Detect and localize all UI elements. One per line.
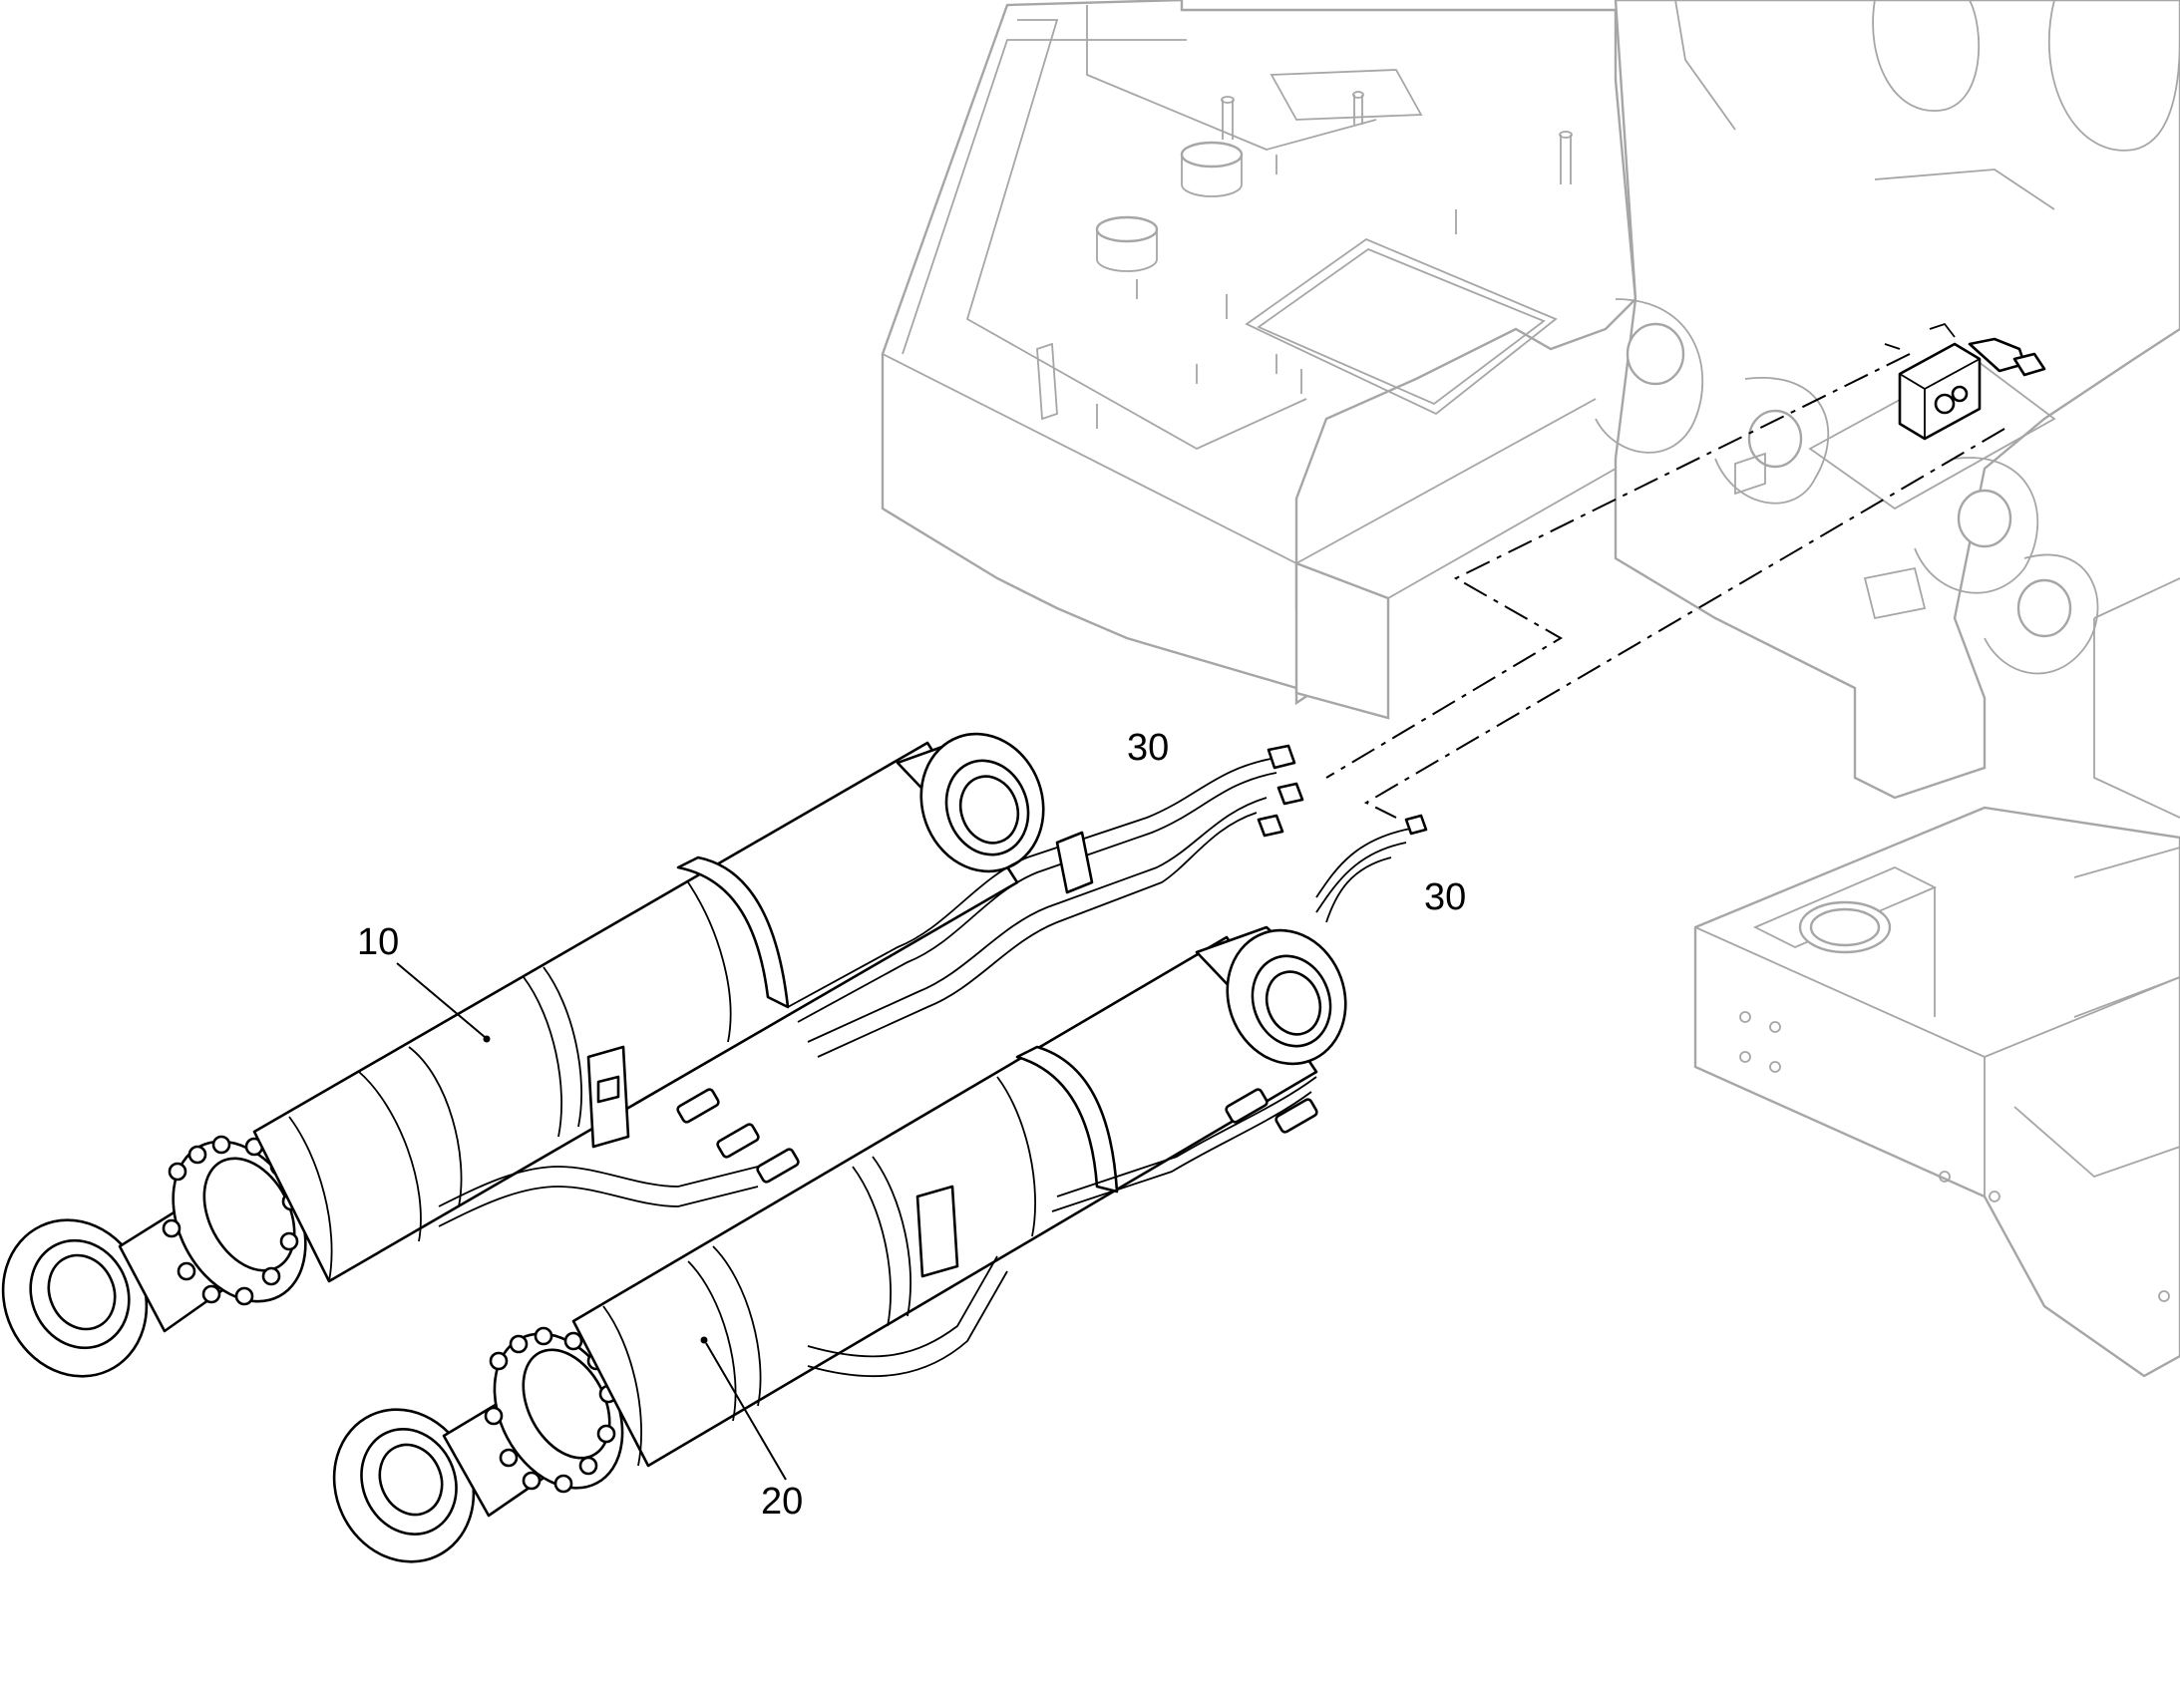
callouts: 10 20 30 30 [357, 727, 1466, 1523]
machine-frame [881, 0, 2180, 1378]
callout-30-lower: 30 [1424, 876, 1466, 918]
leader-20-dot [700, 1336, 708, 1344]
callout-10: 10 [357, 921, 399, 963]
valve-block [1884, 322, 2046, 441]
leader-10-dot [483, 1035, 491, 1043]
callout-20: 20 [761, 1481, 803, 1523]
hydraulic-cylinder-20 [332, 925, 1347, 1563]
leader-20 [705, 1342, 787, 1481]
leader-10 [396, 962, 486, 1038]
connection-lines [1325, 353, 2005, 819]
hydraulic-cylinder-10 [1, 732, 1045, 1378]
callout-30-upper: 30 [1127, 727, 1169, 769]
hydraulic-hoses-30 [438, 744, 1428, 1378]
